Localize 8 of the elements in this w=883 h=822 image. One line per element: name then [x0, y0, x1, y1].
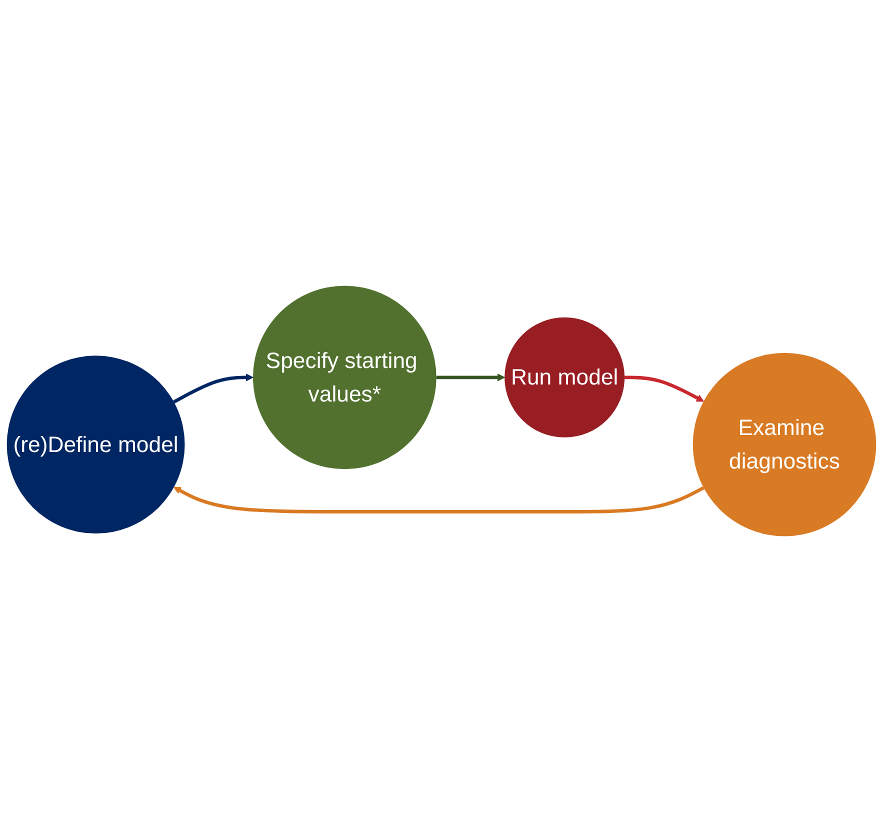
node-circle: (re)Define model — [6, 356, 185, 534]
node-circle: Examine diagnostics — [692, 352, 876, 536]
node-circle: Specify starting values* — [252, 286, 436, 470]
arrow — [436, 374, 505, 382]
arrow — [174, 486, 704, 514]
arrow — [173, 374, 254, 404]
arrow — [624, 376, 704, 402]
node-circle: Run model — [504, 317, 625, 438]
